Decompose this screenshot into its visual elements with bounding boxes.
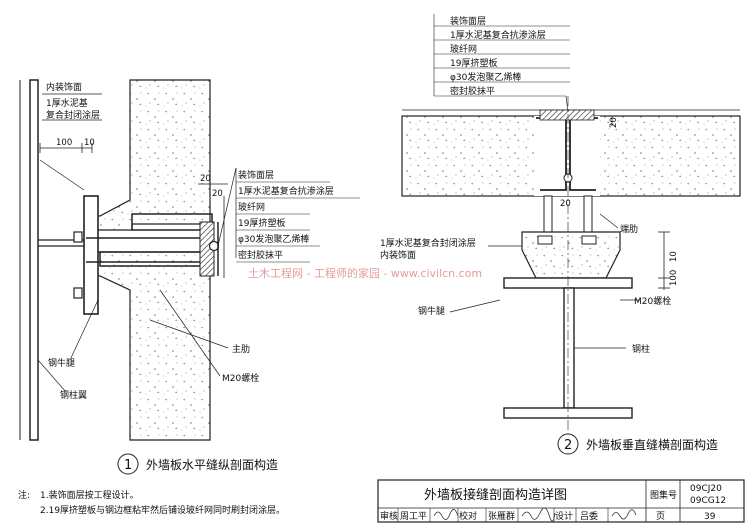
- review-name: 周工平: [400, 511, 427, 522]
- foam-rod: [208, 240, 220, 252]
- steel-bracket: [83, 195, 99, 315]
- inner-finish-label-right: 内装饰面: [380, 249, 416, 261]
- review-label: 审核: [380, 510, 398, 522]
- left-layer-5: φ30发泡聚乙烯棒: [238, 233, 309, 245]
- steel-bracket-right: [521, 231, 621, 279]
- right-layer-6: 密封胶抹平: [450, 85, 495, 97]
- dim-10-left: 10: [84, 138, 95, 148]
- left-layer-6: 密封胶抹平: [238, 249, 283, 261]
- dim-100-left: 100: [56, 138, 72, 148]
- column-flange-label: 钢柱翼: [60, 389, 87, 401]
- dim-20-right-joint: 20: [560, 199, 571, 209]
- atlas-number-2: 09CG12: [690, 496, 726, 506]
- page-label: 页: [656, 511, 665, 522]
- column-web: [563, 287, 575, 409]
- note-2: 2.19厚挤塑板与钢边框粘牢然后铺设玻纤网同时刷封闭涂层。: [40, 504, 285, 516]
- left-layer-3: 玻纤网: [238, 201, 265, 213]
- right-layer-2: 1厚水泥基复合抗渗涂层: [450, 29, 546, 41]
- left-layer-2: 1厚水泥基复合抗渗涂层: [238, 185, 334, 197]
- bolt-label-right: M20螺栓: [634, 295, 671, 307]
- inner-coat-label-right: 1厚水泥基复合封闭涂层: [380, 237, 476, 249]
- notes-title: 注:: [18, 489, 30, 501]
- design-name: 吕委: [580, 510, 598, 522]
- check-name: 张雁群: [488, 510, 515, 522]
- column-label: 钢柱: [632, 343, 650, 355]
- review-signature: [433, 509, 459, 520]
- bolt-lower: [73, 287, 83, 299]
- dim-20-top: 20: [200, 174, 211, 184]
- bracket-label-right: 钢牛腿: [418, 305, 445, 317]
- bolt-label-left: M20螺栓: [222, 372, 259, 384]
- atlas-number-1: 09CJ20: [690, 484, 722, 494]
- left-detail: [19, 79, 237, 441]
- right-layer-1: 装饰面层: [450, 15, 486, 27]
- dim-20-side: 20: [212, 189, 223, 199]
- left-layer-1: 装饰面层: [238, 169, 274, 181]
- inner-coat-label-1: 1厚水泥基: [46, 97, 88, 109]
- design-signature: [611, 509, 637, 520]
- caption-2-number: 2: [564, 438, 572, 453]
- note-1: 1.装饰面层按工程设计。: [40, 489, 139, 501]
- column-flange: [29, 79, 39, 441]
- lower-wall-panel: [85, 251, 211, 441]
- bracket-label-left: 钢牛腿: [48, 357, 75, 369]
- atlas-label: 图集号: [650, 489, 677, 501]
- page-number: 39: [704, 512, 716, 522]
- check-signature: [521, 507, 556, 522]
- dim-10-right: 10: [669, 251, 679, 262]
- right-layer-3: 玻纤网: [450, 43, 477, 55]
- caption-2-text: 外墙板垂直缝横剖面构造: [586, 437, 718, 452]
- dim-100-right: 100: [669, 270, 679, 286]
- drawing-title: 外墙板接缝剖面构造详图: [424, 487, 567, 503]
- left-layer-4: 19厚挤塑板: [238, 217, 285, 229]
- caption-1-number: 1: [124, 458, 132, 473]
- joint-seal-top: [539, 109, 595, 121]
- title-block: [377, 479, 745, 523]
- right-layer-list: [433, 14, 570, 97]
- caption-2-circle: [557, 433, 579, 455]
- end-rib-label: 端肋: [620, 223, 638, 235]
- dim-20-right-side: 20: [609, 117, 619, 128]
- upper-wall-panel: [85, 79, 211, 231]
- right-layer-4: 19厚挤塑板: [450, 57, 497, 69]
- right-layer-5: φ30发泡聚乙烯棒: [450, 71, 521, 83]
- right-detail: [401, 95, 741, 436]
- watermark: 土木工程网 - 工程师的家园 - www.civilcn.com: [248, 266, 482, 280]
- inner-coat-label-2: 复合封闭涂层: [46, 109, 100, 121]
- caption-1-text: 外墙板水平缝纵剖面构造: [146, 457, 278, 472]
- design-label: 设计: [555, 510, 573, 522]
- bolt-upper: [73, 231, 83, 243]
- caption-1-circle: [117, 453, 139, 475]
- inner-finish-label: 内装饰面: [46, 81, 82, 93]
- main-rib-label: 主肋: [232, 343, 250, 355]
- check-label: 校对: [459, 510, 477, 522]
